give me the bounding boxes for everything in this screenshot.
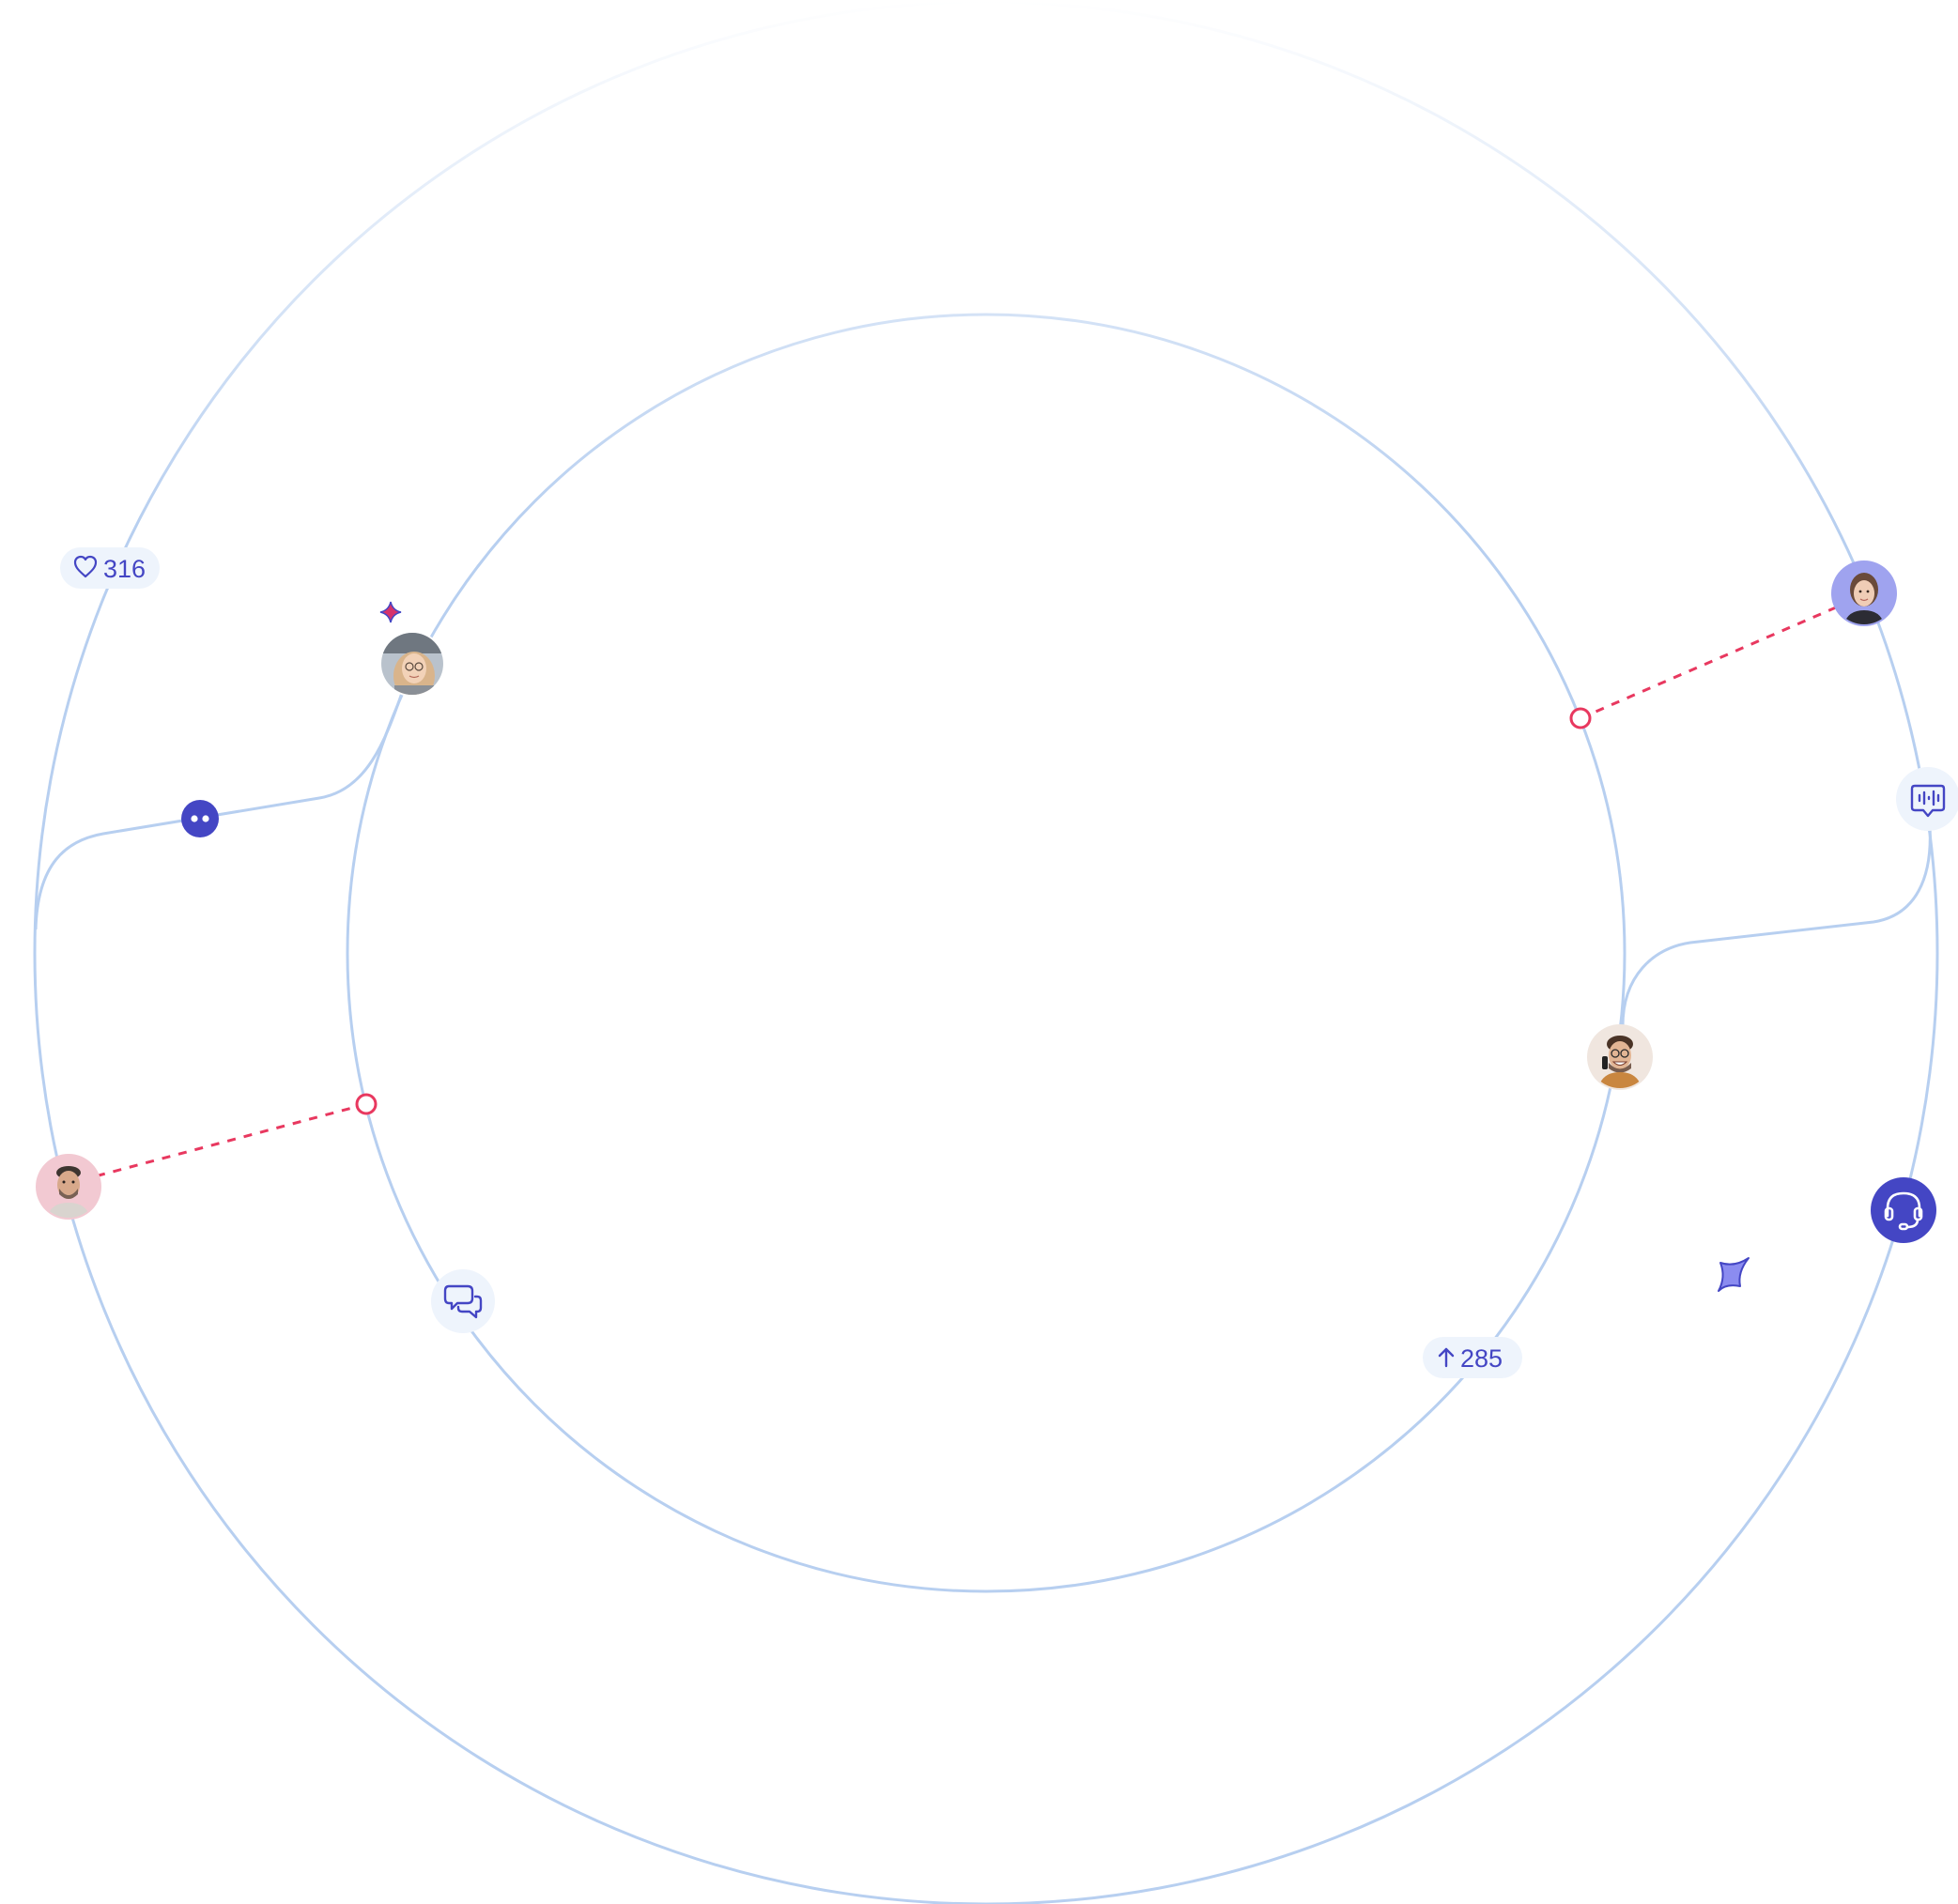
avatar-woman-glasses[interactable] xyxy=(379,631,445,700)
left-connector xyxy=(34,692,404,930)
link-node-top-right[interactable] xyxy=(1569,707,1592,729)
chat-bubbles-icon xyxy=(443,1284,483,1319)
top-fade xyxy=(0,0,1958,526)
heart-icon xyxy=(73,555,98,578)
voice-message-button[interactable] xyxy=(1896,767,1958,831)
link-node-left[interactable] xyxy=(355,1093,378,1115)
avatar-man-left[interactable] xyxy=(36,1154,101,1221)
headset-icon xyxy=(1884,1191,1923,1231)
dashed-link-left xyxy=(98,1102,367,1177)
dashed-link-top-right xyxy=(1580,606,1837,720)
avatar-man-smiling-glasses[interactable] xyxy=(1587,1024,1653,1092)
sparkle-star-large-icon xyxy=(1718,1257,1750,1292)
upvotes-count: 285 xyxy=(1460,1344,1503,1373)
upvotes-badge[interactable]: 285 xyxy=(1423,1337,1522,1378)
likes-count: 316 xyxy=(103,555,146,583)
bot-node[interactable] xyxy=(181,800,219,837)
bot-face-icon xyxy=(191,815,209,822)
sparkle-star-icon xyxy=(379,601,402,623)
avatar-woman-top-right[interactable] xyxy=(1831,560,1897,627)
chat-bubbles-button[interactable] xyxy=(431,1269,495,1333)
right-connector xyxy=(1621,825,1932,1027)
support-button[interactable] xyxy=(1871,1177,1936,1243)
likes-badge[interactable]: 316 xyxy=(60,547,160,589)
arrow-up-icon xyxy=(1438,1347,1455,1368)
voice-message-icon xyxy=(1910,784,1946,818)
